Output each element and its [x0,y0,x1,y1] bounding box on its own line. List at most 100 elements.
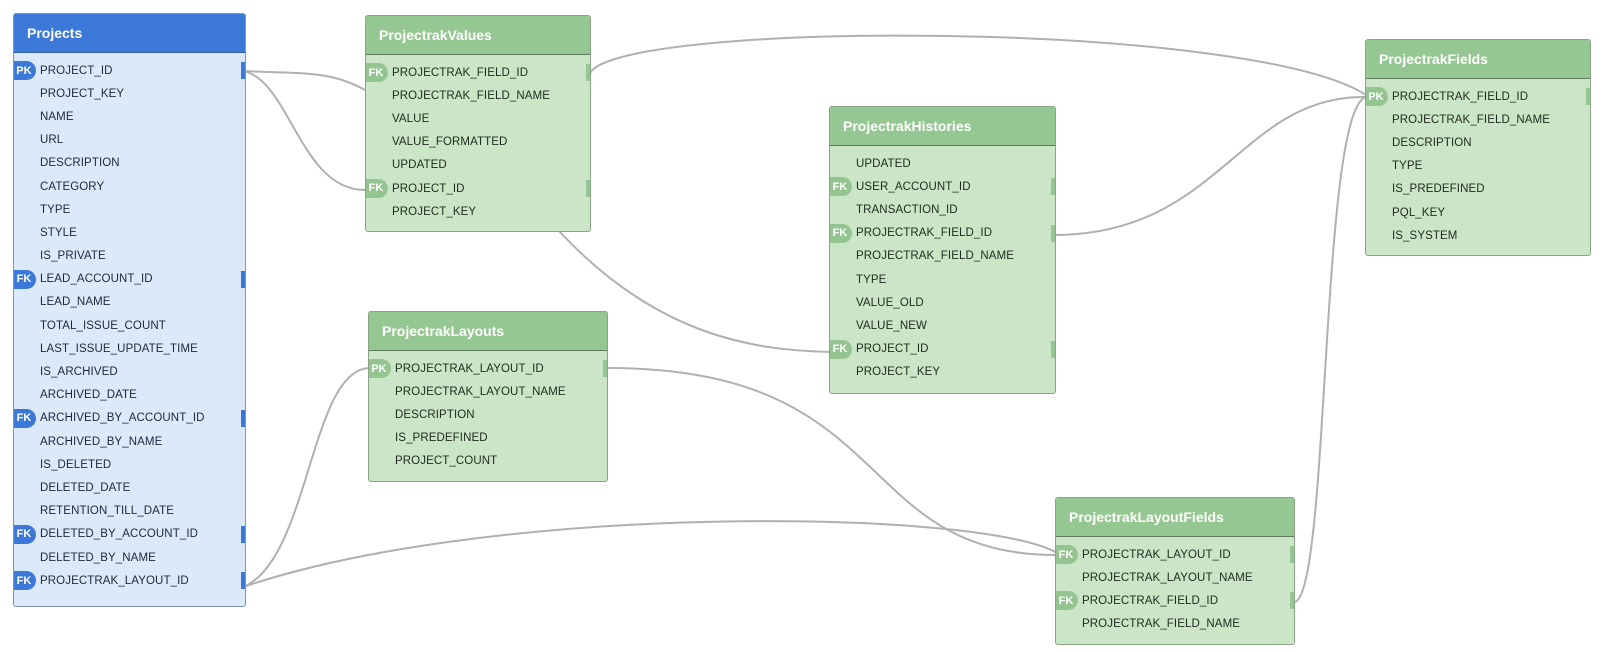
table-title[interactable]: ProjectrakLayouts [369,312,607,351]
column-row[interactable]: PROJECTRAK_FIELD_NAME [1056,613,1294,636]
column-row[interactable]: DESCRIPTION [14,152,245,175]
column-row[interactable]: DELETED_DATE [14,476,245,499]
column-row[interactable]: DELETED_BY_NAME [14,546,245,569]
column-name: DELETED_DATE [40,481,131,494]
column-row[interactable]: IS_PRIVATE [14,245,245,268]
column-name: VALUE_FORMATTED [392,136,508,149]
column-row[interactable]: PROJECT_COUNT [369,450,607,473]
column-name: IS_PREDEFINED [395,432,488,445]
column-row[interactable]: LEAD_NAME [14,291,245,314]
column-row[interactable]: IS_SYSTEM [1366,224,1590,247]
column-row[interactable]: PQL_KEY [1366,201,1590,224]
foreign-key-badge: FK [14,408,36,428]
column-name: PROJECT_COUNT [395,455,498,468]
column-row[interactable]: CATEGORY [14,175,245,198]
connector-port[interactable] [1051,178,1055,196]
column-name: PROJECTRAK_FIELD_ID [856,227,993,240]
column-row[interactable]: TYPE [830,268,1055,291]
column-row[interactable]: STYLE [14,221,245,244]
column-row[interactable]: UPDATED [830,152,1055,175]
connector-port[interactable] [1586,88,1590,105]
connector-port[interactable] [1051,340,1055,358]
connector-port[interactable] [241,525,245,543]
column-row[interactable]: TYPE [1366,155,1590,178]
connector-port[interactable] [241,409,245,427]
edge-values-field-to-fields [589,34,1367,96]
column-row[interactable]: DESCRIPTION [369,403,607,426]
column-row[interactable]: TYPE [14,198,245,221]
column-row[interactable]: ARCHIVED_BY_NAME [14,430,245,453]
foreign-key-badge: FK [366,178,388,198]
connector-port[interactable] [603,360,607,377]
column-row[interactable]: PROJECT_KEY [830,361,1055,384]
column-row[interactable]: ARCHIVED_DATE [14,384,245,407]
column-row[interactable]: PROJECT_KEY [14,82,245,105]
column-row[interactable]: RETENTION_TILL_DATE [14,500,245,523]
column-row[interactable]: PROJECTRAK_FIELD_NAME [366,84,590,107]
column-row[interactable]: NAME [14,105,245,128]
column-row[interactable]: DESCRIPTION [1366,131,1590,154]
column-name: RETENTION_TILL_DATE [40,505,174,518]
column-row[interactable]: IS_DELETED [14,453,245,476]
connector-port[interactable] [1290,592,1294,610]
foreign-key-badge: FK [1056,591,1078,611]
connector-port[interactable] [241,62,245,79]
column-row[interactable]: VALUE_OLD [830,291,1055,314]
column-row[interactable]: IS_PREDEFINED [1366,178,1590,201]
edge-layoutfields-field-to-fields [1294,96,1367,603]
column-row[interactable]: PROJECTRAK_LAYOUT_NAME [1056,566,1294,589]
table-title[interactable]: Projects [14,14,245,53]
column-row[interactable]: TRANSACTION_ID [830,198,1055,221]
column-row[interactable]: PROJECT_KEY [366,200,590,223]
column-row[interactable]: LAST_ISSUE_UPDATE_TIME [14,337,245,360]
connector-port[interactable] [1290,546,1294,563]
edge-values-projectid-to-projects [242,70,366,191]
column-name: PROJECTRAK_LAYOUT_NAME [395,385,566,398]
column-row[interactable]: PROJECTRAK_FIELD_NAME [830,245,1055,268]
column-row[interactable]: IS_ARCHIVED [14,360,245,383]
column-name: IS_PREDEFINED [1392,183,1485,196]
table-title[interactable]: ProjectrakFields [1366,40,1590,79]
foreign-key-badge: FK [830,339,852,359]
column-row[interactable]: TOTAL_ISSUE_COUNT [14,314,245,337]
table-title[interactable]: ProjectrakLayoutFields [1056,498,1294,537]
column-row[interactable]: VALUE_FORMATTED [366,131,590,154]
column-row[interactable]: UPDATED [366,154,590,177]
connector-port[interactable] [241,572,245,590]
column-row[interactable]: IS_PREDEFINED [369,427,607,450]
column-row[interactable]: URL [14,129,245,152]
column-row[interactable]: PROJECTRAK_LAYOUT_NAME [369,380,607,403]
column-name: DELETED_BY_ACCOUNT_ID [40,528,199,541]
connector-port[interactable] [1051,224,1055,242]
column-row[interactable]: VALUE_NEW [830,314,1055,337]
table-title[interactable]: ProjectrakHistories [830,107,1055,146]
table-title[interactable]: ProjectrakValues [366,16,590,55]
column-row[interactable]: PROJECTRAK_FIELD_NAME [1366,108,1590,131]
column-row[interactable]: VALUE [366,107,590,130]
column-name: URL [40,134,64,147]
connector-port[interactable] [586,179,590,197]
connector-port[interactable] [241,270,245,288]
connector-port[interactable] [586,64,590,81]
